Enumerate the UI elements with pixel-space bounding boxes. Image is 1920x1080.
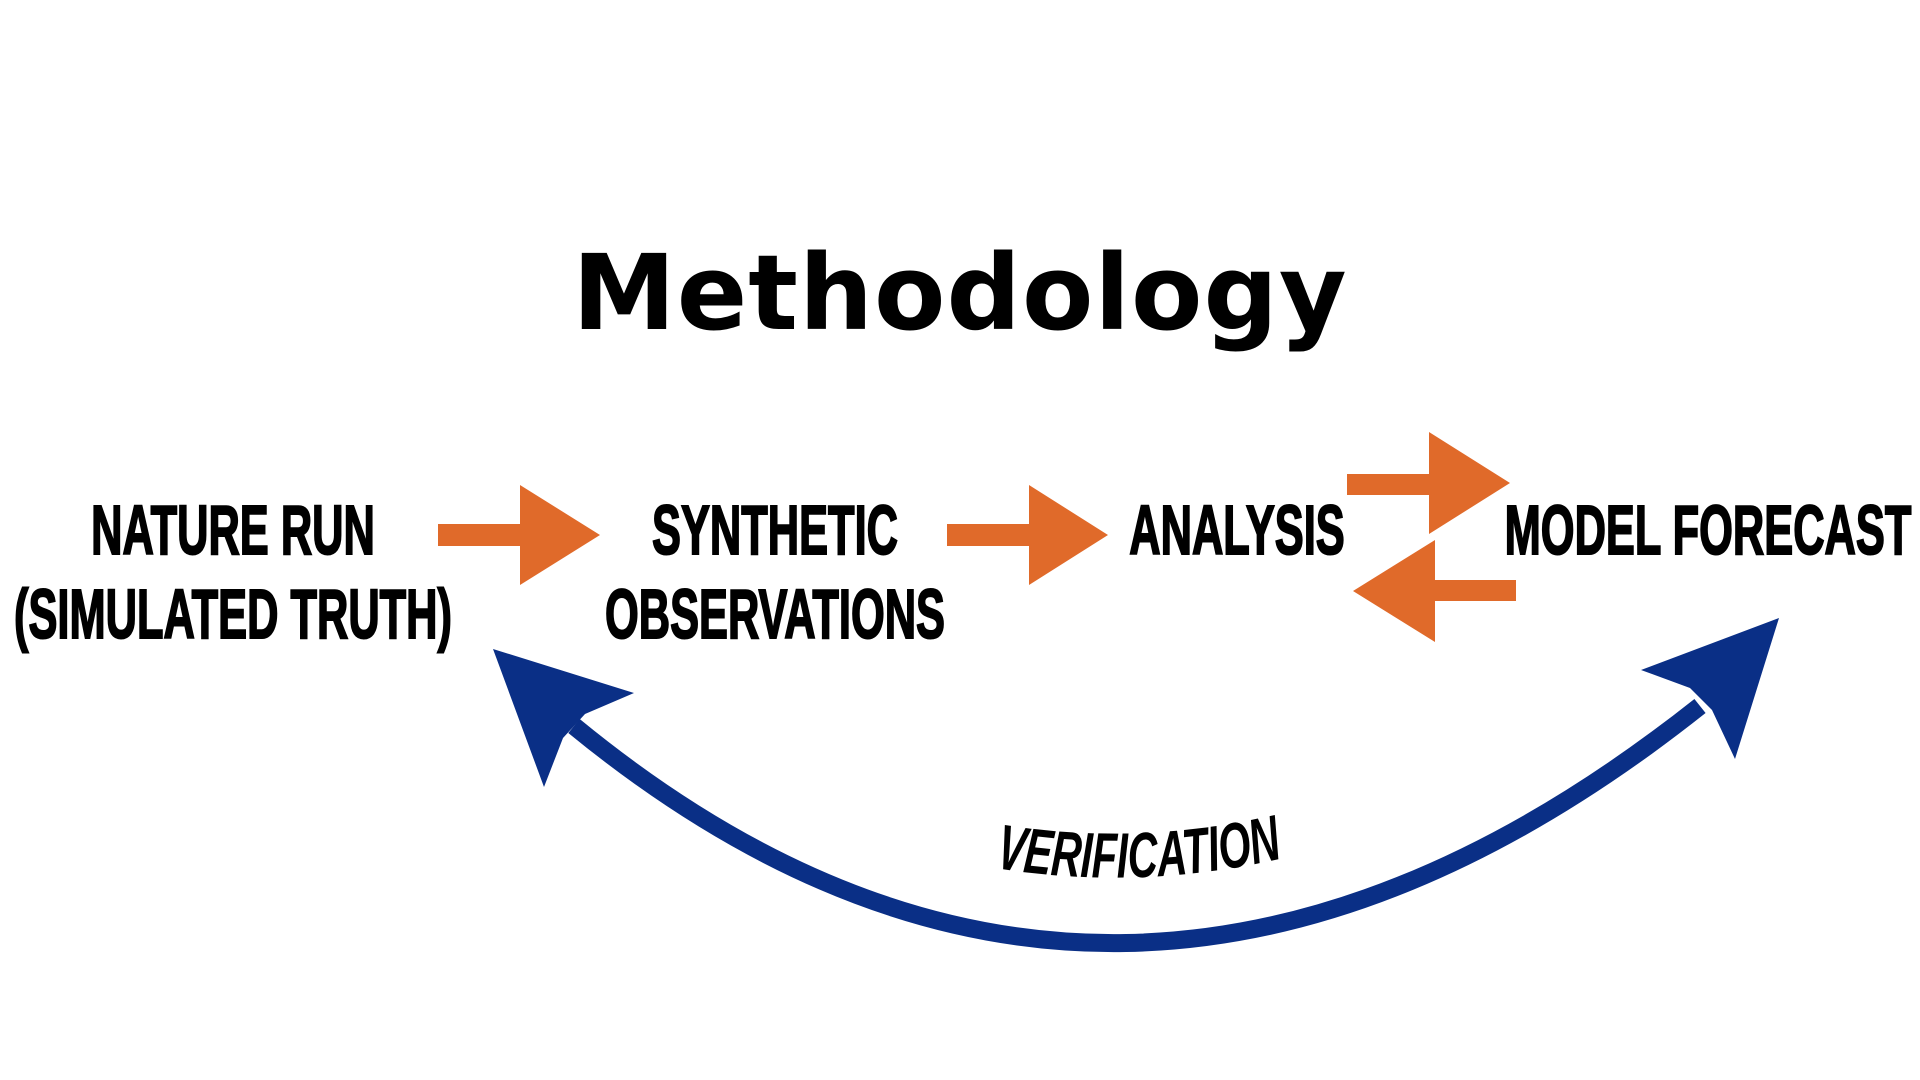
arrow-synthetic-to-analysis: [947, 485, 1108, 585]
verification-arrowhead-left: [493, 649, 634, 787]
verification-curve: [568, 698, 1706, 953]
arrow-nature-to-synthetic: [438, 485, 600, 585]
node-model-forecast-label: MODEL FORECAST: [1504, 490, 1912, 570]
arrow-analysis-to-forecast: [1347, 432, 1510, 534]
node-nature-run-line1: NATURE RUN: [91, 490, 376, 570]
node-model-forecast: MODEL FORECAST: [1504, 488, 1912, 572]
node-synthetic-observations: SYNTHETIC OBSERVATIONS: [604, 488, 946, 656]
diagram-title: Methodology: [572, 232, 1348, 354]
node-analysis: ANALYSIS: [1129, 488, 1346, 572]
node-nature-run: NATURE RUN (SIMULATED TRUTH): [13, 488, 452, 656]
verification-arrowhead-right: [1641, 618, 1779, 759]
node-analysis-label: ANALYSIS: [1129, 490, 1346, 570]
node-synthetic-line1: SYNTHETIC: [651, 490, 898, 570]
verification-label-path: VERIFICATION: [993, 801, 1287, 891]
node-synthetic-line2: OBSERVATIONS: [604, 574, 946, 654]
arrow-forecast-to-analysis: [1353, 540, 1516, 642]
node-nature-run-line2: (SIMULATED TRUTH): [13, 574, 452, 654]
verification-label: VERIFICATION: [993, 801, 1287, 891]
